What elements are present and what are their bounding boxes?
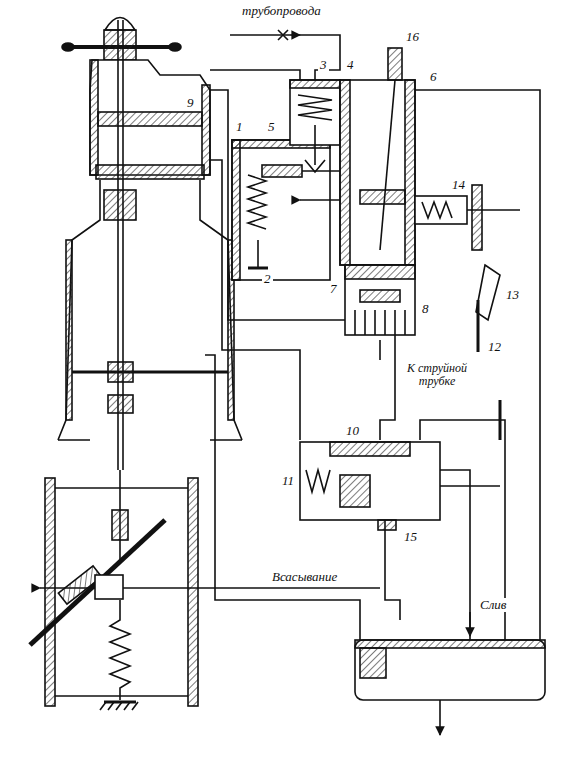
callout-number: 15 xyxy=(402,530,419,544)
flow-label: Слив xyxy=(478,598,508,612)
flow-label: К струйной трубке xyxy=(400,362,474,388)
callout-number: 2 xyxy=(262,272,273,286)
callout-number: 8 xyxy=(420,302,431,316)
callout-number: 7 xyxy=(328,282,339,296)
pipe-label: трубопровода xyxy=(240,4,323,18)
callout-number: 13 xyxy=(504,288,521,302)
callout-number: 14 xyxy=(450,178,467,192)
callout-number: 11 xyxy=(280,474,296,488)
callout-number: 1 xyxy=(234,120,245,134)
callout-number: 4 xyxy=(345,58,356,72)
callout-number: 9 xyxy=(185,96,196,110)
callout-number: 3 xyxy=(318,58,329,72)
callout-number: 10 xyxy=(344,424,361,438)
callout-number: 6 xyxy=(428,70,439,84)
callout-number: 5 xyxy=(266,120,277,134)
callout-number: 16 xyxy=(404,30,421,44)
flow-label: Всасывание xyxy=(270,570,339,584)
callout-number: 12 xyxy=(486,340,503,354)
